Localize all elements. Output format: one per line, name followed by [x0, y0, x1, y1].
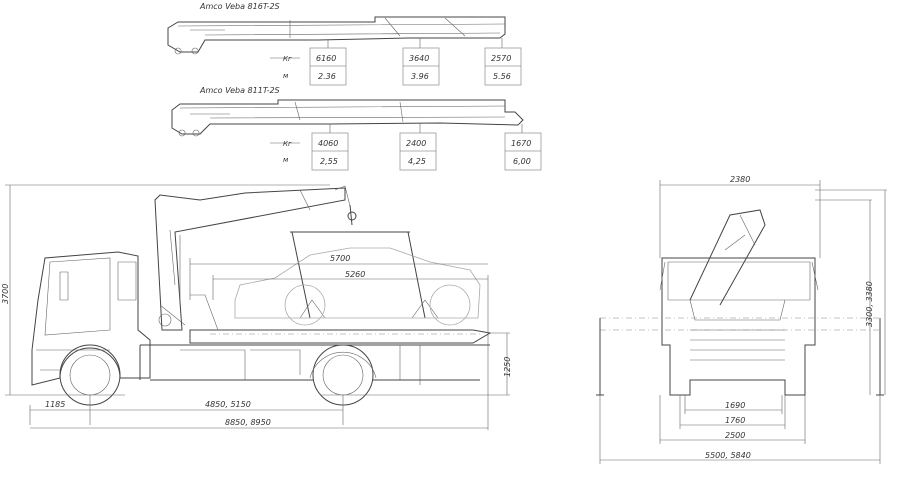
dimension-label: 2500: [725, 431, 745, 440]
dimension-label: 3.96: [411, 72, 429, 81]
boom-811t: Amco Veba 811T-2S Кг м 4060 2,55 2400 4,25…: [171, 86, 542, 171]
dimension-label: 2,55: [320, 157, 338, 166]
dimension-label: 5.56: [493, 72, 511, 81]
dimension-label: 2.36: [318, 72, 336, 81]
dimension-label: 2400: [406, 139, 426, 148]
load-table-1: 4060 2,55: [311, 132, 349, 171]
unit-m-label: м: [283, 72, 289, 80]
boom-816t: Amco Veba 816T-2S Кг м 6160 2.36 3640 3.96…: [167, 2, 522, 86]
dimension-label: 5700: [330, 254, 350, 263]
dimension-label: 4,25: [408, 157, 426, 166]
dimension-label: 3700: [1, 284, 10, 304]
dimension-label: 1185: [45, 400, 65, 409]
dimension-label: 3300, 3380: [865, 281, 874, 327]
front-view: 2380 3300, 3380 1690 1760 2500 5500, 584…: [596, 175, 887, 464]
side-view: 3700 1185 4850, 5150 8850, 8950 5700 526…: [1, 184, 512, 430]
load-table-3: 1670 6,00: [504, 132, 542, 171]
unit-kg-label: Кг: [283, 55, 292, 63]
dimension-label: 4850, 5150: [205, 400, 251, 409]
boom-model-label: Amco Veba 811T-2S: [199, 86, 280, 95]
load-table-1: 6160 2.36: [309, 47, 347, 86]
dimension-label: 1690: [725, 401, 745, 410]
dimension-label: м: [283, 156, 289, 164]
dimension-label: 1670: [511, 139, 531, 148]
boom-model-label: Amco Veba 816T-2S: [199, 2, 280, 11]
dimension-label: 2570: [491, 54, 511, 63]
dimension-label: 5500, 5840: [705, 451, 751, 460]
load-table-2: 2400 4,25: [399, 132, 437, 171]
dimension-label: 1250: [503, 357, 512, 377]
dimension-label: 3640: [409, 54, 429, 63]
dimension-label: 4060: [318, 139, 338, 148]
dimension-label: 2380: [730, 175, 750, 184]
load-table-2: 3640 3.96: [402, 47, 440, 86]
load-table-3: 2570 5.56: [484, 47, 522, 86]
dimension-label: 6160: [316, 54, 336, 63]
dimension-label: 1760: [725, 416, 745, 425]
dimension-label: 5260: [345, 270, 365, 279]
dimension-label: Кг: [283, 140, 292, 148]
dimension-label: 8850, 8950: [225, 418, 271, 427]
dimension-label: 6,00: [513, 157, 531, 166]
